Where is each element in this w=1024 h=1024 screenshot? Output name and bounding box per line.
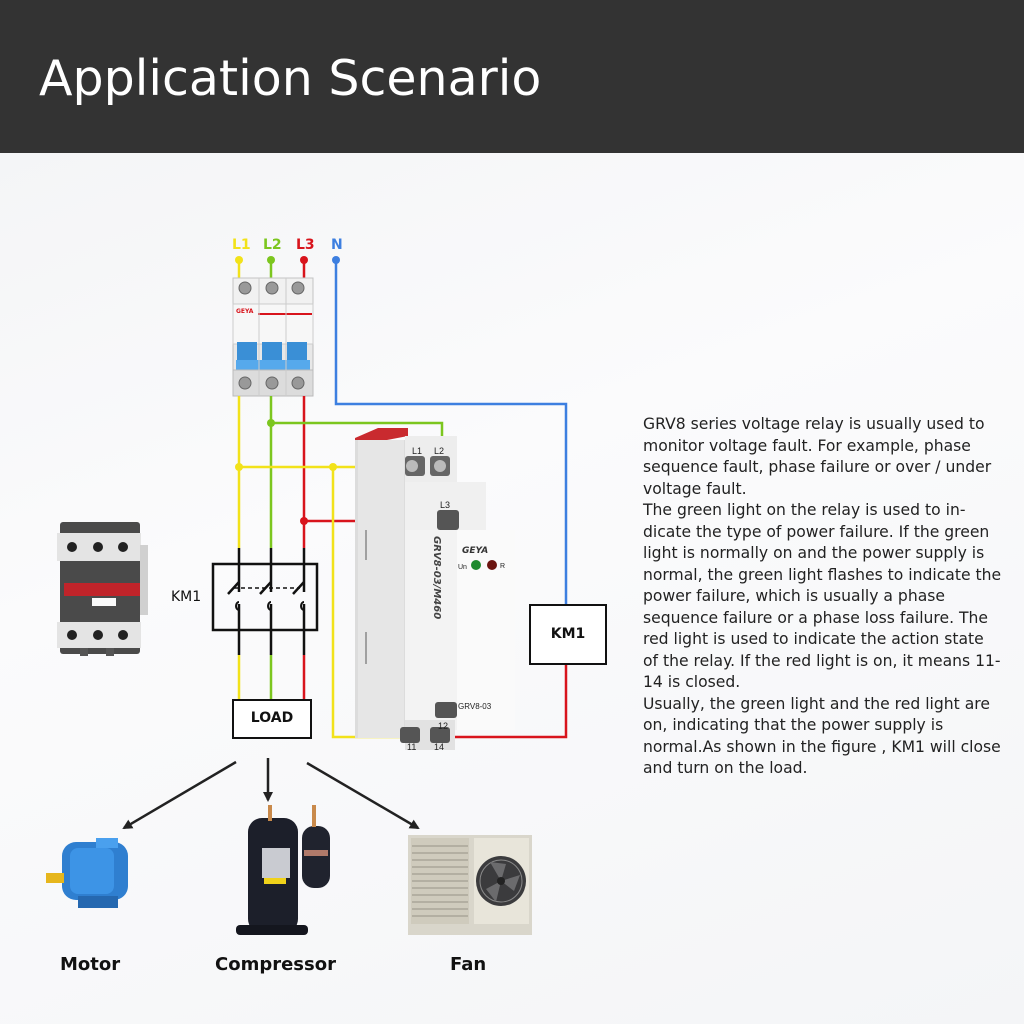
load-name-motor: Motor (60, 954, 121, 975)
arrow-to-motor (122, 760, 237, 830)
motor-image (46, 838, 128, 908)
circuit-breaker-image (232, 277, 314, 397)
fan-image (408, 835, 532, 935)
contactor-symbol (211, 548, 319, 655)
load-name-compressor: Compressor (215, 954, 336, 975)
wire-l3-top (300, 256, 308, 280)
relay-terminal-12: 12 (438, 721, 448, 731)
description-text: GRV8 series voltage relay is usually use… (643, 414, 1003, 780)
load-box (232, 699, 312, 739)
phase-label-l3: L3 (296, 237, 315, 253)
relay-terminal-14: 14 (434, 742, 444, 752)
relay-led-un-label: Un (458, 564, 467, 571)
relay-model-vertical: GRV8-03/M460 (431, 536, 442, 619)
relay-led-r-label: R (500, 563, 505, 570)
contactor-image (57, 522, 148, 656)
relay-terminal-l2: L2 (434, 446, 444, 456)
relay-brand: GEYA (462, 546, 488, 556)
phase-label-n: N (331, 237, 343, 253)
relay-terminal-11: 11 (407, 742, 416, 752)
page-title: Application Scenario (39, 50, 542, 107)
description-paragraph: Usually, the green light and the red lig… (643, 694, 1001, 778)
compressor-image (236, 805, 330, 935)
description-paragraph: The green light on the relay is used to … (643, 501, 1002, 691)
wire-l1-top (235, 256, 243, 280)
relay-terminal-l1: L1 (412, 446, 422, 456)
header-banner: Application Scenario (0, 0, 1024, 153)
relay-terminal-l3: L3 (440, 500, 450, 510)
relay-model-label: GRV8-03 (458, 702, 492, 711)
load-name-fan: Fan (450, 954, 487, 975)
arrow-to-fan (306, 761, 420, 830)
relay-device-image (355, 428, 515, 750)
breaker-brand: GEYA (236, 308, 254, 315)
phase-label-l2: L2 (263, 237, 282, 253)
wire-l2-top (267, 256, 275, 280)
description-paragraph: GRV8 series voltage relay is usually use… (643, 415, 992, 498)
phase-label-l1: L1 (232, 237, 251, 253)
coil-label: KM1 (550, 626, 586, 642)
load-label: LOAD (250, 710, 294, 726)
coil-box (529, 604, 607, 665)
wire-n (332, 256, 568, 606)
contactor-label: KM1 (171, 589, 202, 605)
